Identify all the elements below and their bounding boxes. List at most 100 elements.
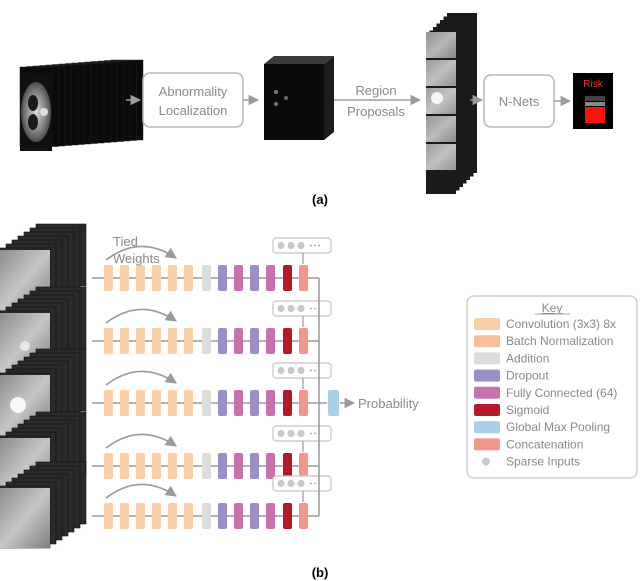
sparse-input-dot [287, 304, 295, 313]
global-max-pooling-block [328, 390, 339, 416]
conv-block [136, 390, 145, 416]
sparse-input-dot [277, 241, 285, 250]
legend-item: Concatenation [474, 437, 583, 451]
nnet-row [92, 300, 332, 354]
sparse-input-dot [277, 479, 285, 488]
legend-swatch [474, 352, 500, 365]
conv-block [152, 453, 161, 479]
sigmoid-block [283, 453, 292, 479]
conv-block [104, 503, 113, 529]
legend-item: Dropout [474, 369, 549, 383]
sparse-input-dot [297, 479, 305, 488]
tied-weights-line2: Weights [113, 251, 160, 266]
conv-block [136, 328, 145, 354]
abnormality-localization-box [142, 72, 244, 128]
concat-block [299, 328, 308, 354]
tied-weights-line1: Tied [113, 234, 138, 249]
dropout-block [218, 390, 227, 416]
conv-block [104, 265, 113, 291]
fc-block [234, 453, 243, 479]
dropout-block [250, 328, 259, 354]
dropout-block [218, 265, 227, 291]
legend-label: Convolution (3x3) 8x [506, 317, 616, 331]
legend-swatch [474, 421, 500, 434]
fc-block [266, 453, 275, 479]
concat-block [299, 390, 308, 416]
dropout-block [250, 503, 259, 529]
conv-block [136, 265, 145, 291]
legend-label: Sigmoid [506, 403, 549, 417]
conv-block [136, 453, 145, 479]
legend-label: Sparse Inputs [506, 455, 580, 469]
legend-item: Addition [474, 351, 549, 365]
sigmoid-block [283, 390, 292, 416]
conv-block [104, 328, 113, 354]
ct-volume-image [19, 59, 144, 151]
fc-block [266, 265, 275, 291]
nnet-row [92, 475, 332, 529]
abnormality-label-line2: Localization [159, 103, 228, 118]
panel-b: Tied Weights Probability Key Convolution… [0, 223, 638, 580]
legend-label: Concatenation [506, 437, 583, 451]
sparse-input-dot [297, 304, 305, 313]
conv-block [152, 503, 161, 529]
caption-a: (a) [312, 192, 328, 207]
fc-block [234, 328, 243, 354]
panel-a: Abnormality Localization Region Proposal… [19, 13, 613, 207]
sigmoid-block [283, 503, 292, 529]
nnet-row [92, 362, 332, 416]
conv-block [104, 453, 113, 479]
conv-block [136, 503, 145, 529]
localized-cube-image [264, 56, 334, 140]
legend-item: Fully Connected (64) [474, 386, 617, 400]
add-block [202, 390, 211, 416]
legend-swatch [474, 335, 500, 348]
dropout-block [218, 503, 227, 529]
legend-item: Sigmoid [474, 403, 549, 417]
sparse-input-dot [297, 241, 305, 250]
nnet-rows [92, 237, 332, 529]
legend-swatch [474, 404, 500, 416]
fc-block [266, 390, 275, 416]
add-block [202, 328, 211, 354]
legend-swatch [474, 438, 500, 451]
legend-item: Convolution (3x3) 8x [474, 317, 616, 331]
sparse-input-dot [287, 366, 295, 375]
region-proposals-line1: Region [355, 83, 396, 98]
legend-frame [466, 295, 638, 479]
legend-label: Addition [506, 351, 549, 365]
risk-output: Risk [573, 73, 613, 129]
ct-front-slice [20, 73, 52, 151]
tied-weights-arrow [105, 308, 177, 324]
caption-b: (b) [312, 565, 329, 580]
conv-block [152, 265, 161, 291]
conv-block [120, 390, 129, 416]
dropout-block [250, 453, 259, 479]
legend-item: Global Max Pooling [474, 420, 610, 434]
fc-block [266, 328, 275, 354]
conv-block [184, 390, 193, 416]
tied-weights-arrow [105, 433, 177, 449]
risk-label: Risk [583, 79, 603, 90]
legend-item: Batch Normalization [474, 334, 613, 348]
input-patch-stacks [0, 223, 87, 549]
fc-block [234, 503, 243, 529]
legend-swatch [474, 386, 500, 399]
sparse-input-dot [297, 429, 305, 438]
add-block [202, 265, 211, 291]
region-proposals-stack-image [426, 13, 477, 194]
nnet-row [92, 425, 332, 479]
sparse-input-dot [287, 429, 295, 438]
fc-block [234, 390, 243, 416]
legend-item: Sparse Inputs [482, 455, 580, 469]
legend-label: Dropout [506, 369, 549, 383]
abnormality-label-line1: Abnormality [159, 84, 228, 99]
legend-swatch [474, 369, 500, 382]
conv-block [104, 390, 113, 416]
sigmoid-block [283, 265, 292, 291]
conv-block [168, 453, 177, 479]
sparse-input-dot [297, 366, 305, 375]
conv-block [184, 453, 193, 479]
